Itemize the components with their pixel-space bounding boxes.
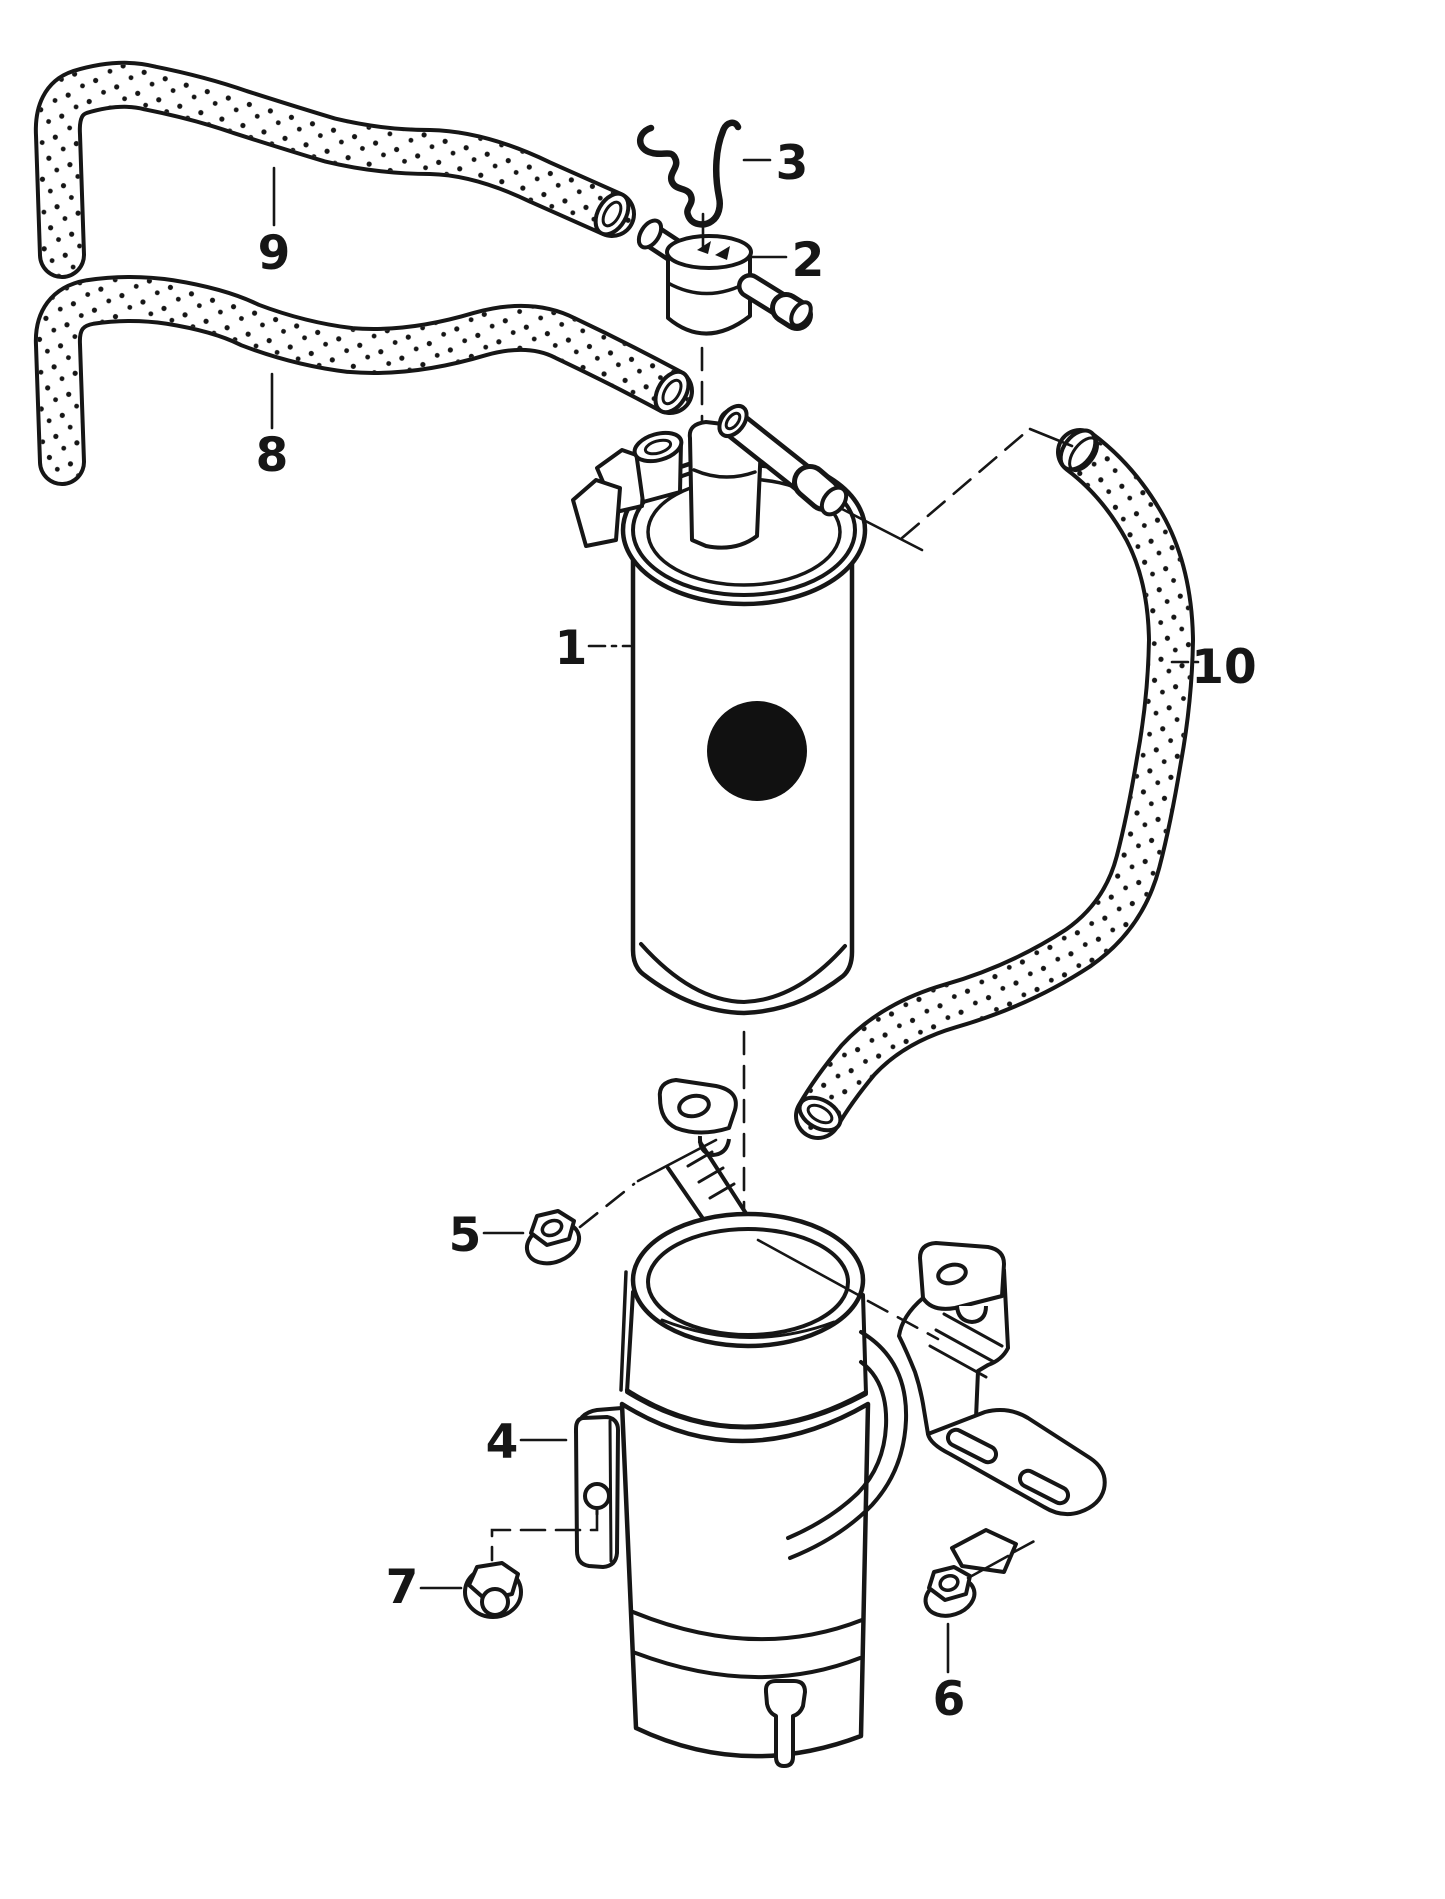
part-label-8-fuel-hose: 8 <box>256 428 289 483</box>
holder-strap-drawing <box>574 1406 624 1569</box>
part-label-1-fuel-filter-canister: 1 <box>555 621 588 676</box>
hose-8-drawing <box>33 275 694 486</box>
fuel-filter-drawing <box>571 403 868 1016</box>
part-label-4-holder-strap: 4 <box>486 1415 519 1470</box>
left-mounting-tab <box>657 1078 738 1157</box>
part-label-9-fuel-hose: 9 <box>258 226 291 281</box>
part-label-5-hex-flange-nut: 5 <box>449 1208 482 1263</box>
reservoir-canister <box>619 1211 909 1768</box>
nut-6-axis <box>966 1536 1042 1580</box>
hose-10-bottom-end <box>797 1095 843 1133</box>
nut-5-axis <box>578 1138 718 1229</box>
retaining-clip-drawing <box>637 119 742 228</box>
hose-9-drawing <box>33 60 636 279</box>
part-number-labels: 1 2 3 4 5 6 7 8 9 10 <box>256 136 1257 1727</box>
part-label-3-retaining-clip: 3 <box>776 136 809 191</box>
leader-lines <box>270 158 1200 1674</box>
filter-port-dot <box>707 701 807 801</box>
hose-8-open-end <box>653 369 691 415</box>
mounting-bracket-drawing <box>897 1241 1107 1574</box>
hose-10-drawing <box>794 428 1195 1140</box>
nut-6-drawing <box>923 1536 1042 1618</box>
hose-9-open-end <box>593 191 631 237</box>
nut-7-drawing <box>463 1510 599 1619</box>
nut-7-axis <box>490 1510 599 1562</box>
part-label-2-check-valve: 2 <box>792 233 825 288</box>
lower-assembly-drawing <box>463 1078 1107 1768</box>
nut-5-drawing <box>524 1138 718 1266</box>
part-label-10-fuel-hose: 10 <box>1191 640 1256 695</box>
hose-10-top-end <box>1058 428 1100 473</box>
part-label-6-hex-flange-nut: 6 <box>933 1672 966 1727</box>
connection-indicator-lines <box>840 427 1074 552</box>
part-label-7-hex-flange-nut: 7 <box>386 1560 419 1615</box>
check-valve-drawing <box>636 212 813 452</box>
strap-stud <box>583 1482 611 1516</box>
